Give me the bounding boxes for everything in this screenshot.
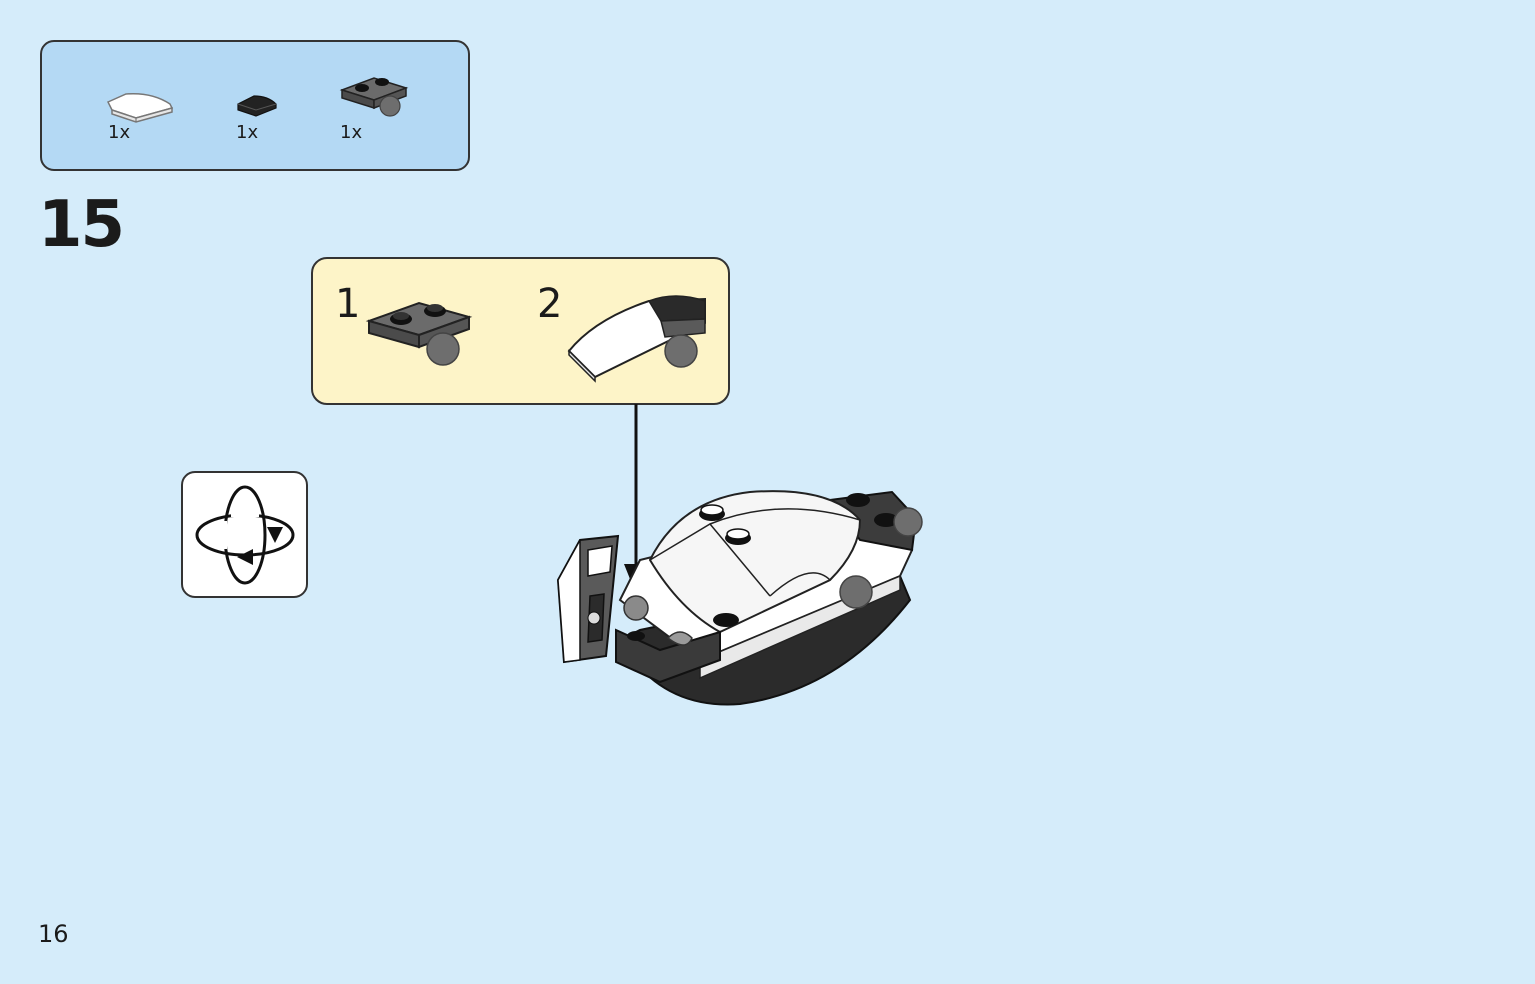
- model-assembly-illustration: [556, 490, 923, 706]
- part-quantity: 1x: [236, 122, 259, 143]
- parts-list-item: 1x: [338, 68, 410, 146]
- black-wedge-tile-icon: [237, 95, 277, 117]
- rotate-model-icon: [195, 485, 295, 585]
- part-quantity: 1x: [108, 122, 131, 143]
- parts-list-item: 1x: [234, 90, 284, 146]
- page-number: 16: [38, 920, 69, 948]
- sub-step-number: 2: [537, 281, 563, 327]
- dark-gray-plate-with-ball-icon: [339, 77, 409, 117]
- step-number: 15: [38, 188, 125, 262]
- model-cockpit-dome: [648, 490, 862, 634]
- white-curved-slope-icon: [106, 92, 174, 123]
- parts-list-item: 1x: [106, 86, 178, 146]
- part-quantity: 1x: [340, 122, 363, 143]
- dark-gray-plate-with-ball-icon: [365, 301, 473, 366]
- rotate-indicator: [181, 471, 308, 598]
- model-front-base: [615, 628, 721, 684]
- sub-assembly-callout: 1 2: [311, 257, 730, 405]
- sub-step-number: 1: [335, 281, 361, 327]
- parts-list-box: 1x 1x 1x: [40, 40, 470, 171]
- assembled-slope-with-ball-icon: [567, 295, 706, 383]
